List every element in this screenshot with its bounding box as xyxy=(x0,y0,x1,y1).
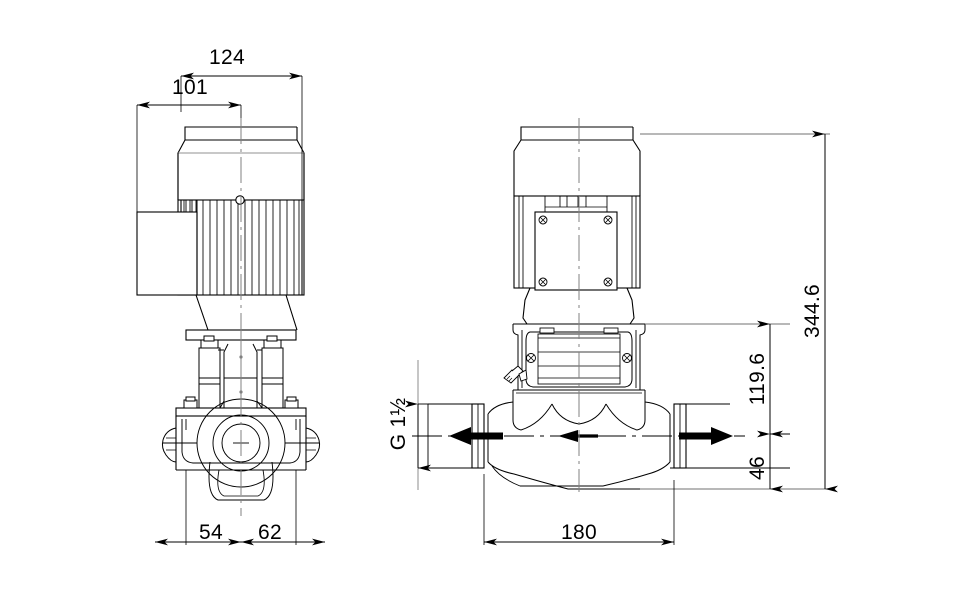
shaft-marker xyxy=(235,195,245,205)
flow-arrow-outlet xyxy=(679,427,733,445)
dim-124: 124 xyxy=(209,46,245,69)
dim-62: 62 xyxy=(258,521,282,544)
terminal-box-side xyxy=(534,211,618,291)
cooling-fins xyxy=(183,200,300,295)
dim-46: 46 xyxy=(746,456,769,480)
volute-body xyxy=(487,401,671,490)
vent-plug xyxy=(503,365,528,384)
side-view-group xyxy=(412,118,745,492)
terminal-box-front xyxy=(136,199,198,296)
dim-thread-g1-5: G 1½ xyxy=(387,398,410,451)
side-view-dimensions: 344.6 119.6 46 180 G 1½ xyxy=(387,130,838,546)
flow-arrow-internal xyxy=(558,430,598,442)
dim-54: 54 xyxy=(199,521,223,544)
front-view-dimensions: 124 101 54 62 xyxy=(136,46,325,546)
terminal-box-screws xyxy=(538,215,613,287)
coupling-assembly xyxy=(198,335,284,409)
dim-119-6: 119.6 xyxy=(746,353,769,406)
dim-344-6: 344.6 xyxy=(801,284,824,338)
front-view-group xyxy=(136,118,321,516)
dim-180: 180 xyxy=(561,521,597,544)
dim-101: 101 xyxy=(172,76,208,99)
